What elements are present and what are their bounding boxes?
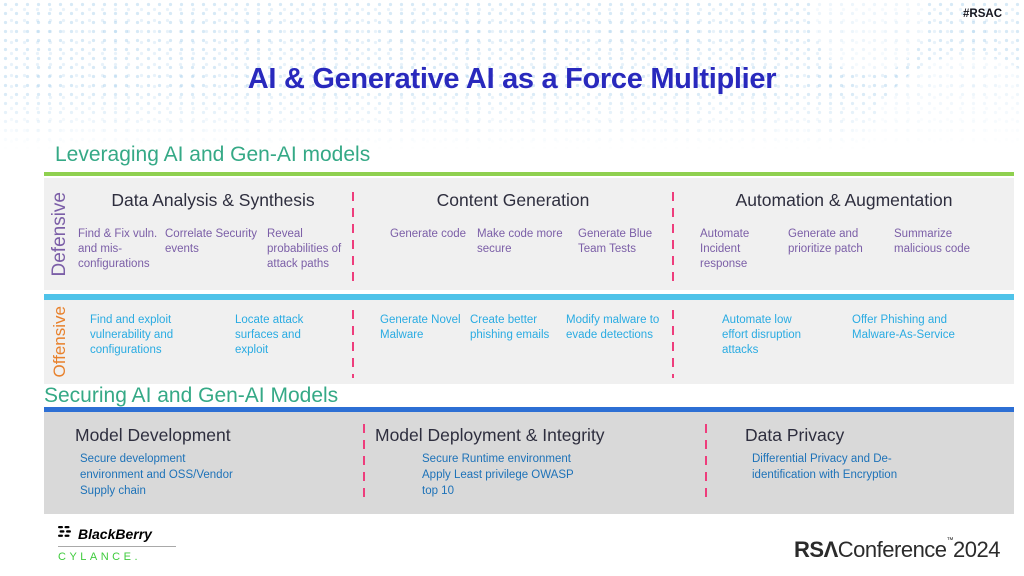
defensive-item: Make code more secure	[477, 228, 563, 256]
column-content-generation-offensive: Generate Novel Malware Create better phi…	[354, 300, 672, 384]
offensive-item: Automate low effort disruption attacks	[722, 314, 802, 357]
green-divider-bar	[44, 172, 1014, 176]
offensive-item: Create better phishing emails	[470, 314, 550, 342]
defensive-items: Generate code Make code more secure Gene…	[354, 227, 672, 257]
column-header: Model Development	[75, 425, 231, 445]
column-body: Secure development environment and OSS/V…	[80, 453, 233, 497]
column-header: Model Deployment & Integrity	[375, 425, 605, 445]
pink-dashed-divider	[352, 192, 354, 282]
offensive-items: Find and exploit vulnerability and confi…	[74, 313, 352, 359]
defensive-items: Find & Fix vuln. and mis-configurations …	[74, 227, 352, 273]
rsac-hashtag: #RSAC	[963, 8, 1002, 20]
cylance-wordmark: CYLANCE.	[58, 551, 142, 563]
securing-section-heading: Securing AI and Gen-AI Models	[44, 384, 339, 407]
leveraging-section-heading: Leveraging AI and Gen-AI models	[55, 143, 371, 166]
offensive-item: Offer Phishing and Malware-As-Service	[852, 314, 955, 342]
trademark-symbol: ™	[946, 537, 954, 544]
column-header: Automation & Augmentation	[735, 190, 953, 210]
rsa-conference-logo: RSΛConference™2024	[794, 537, 1000, 563]
offensive-item: Find and exploit vulnerability and confi…	[90, 314, 174, 357]
column-header: Data Privacy	[745, 425, 845, 445]
pink-dashed-divider	[363, 424, 365, 504]
pink-dashed-divider	[672, 310, 674, 378]
column-automation: Automation & Augmentation Automate Incid…	[674, 178, 1014, 290]
defensive-item: Generate code	[390, 228, 467, 240]
column-header: Data Analysis & Synthesis	[111, 190, 315, 210]
pink-dashed-divider	[672, 192, 674, 282]
rsa-logo-year: 2024	[953, 537, 1000, 562]
cyan-divider-bar	[44, 294, 1014, 300]
column-data-analysis-offensive: Find and exploit vulnerability and confi…	[74, 300, 352, 384]
blackberry-wordmark: BlackBerry	[78, 526, 152, 542]
offensive-items: Generate Novel Malware Create better phi…	[354, 313, 672, 343]
defensive-item: Find & Fix vuln. and mis-configurations	[78, 228, 158, 271]
pink-dashed-divider	[705, 424, 707, 504]
offensive-panel: Offensive Find and exploit vulnerability…	[44, 300, 1014, 384]
defensive-item: Generate Blue Team Tests	[578, 228, 653, 256]
blackberry-logo-icon	[58, 525, 73, 543]
offensive-items: Automate low effort disruption attacks O…	[674, 313, 1014, 359]
defensive-item: Correlate Security events	[165, 228, 258, 256]
column-data-analysis: Data Analysis & Synthesis Find & Fix vul…	[74, 178, 352, 290]
defensive-row-label: Defensive	[49, 191, 70, 277]
column-model-deployment: Model Deployment & Integrity Secure Runt…	[363, 412, 705, 514]
securing-panel: Model Development Secure development env…	[44, 412, 1014, 514]
blue-divider-bar	[44, 407, 1014, 412]
rsa-logo-name: Conference	[837, 537, 947, 562]
defensive-items: Automate Incident response Generate and …	[674, 227, 1014, 273]
column-model-development: Model Development Secure development env…	[44, 412, 363, 514]
offensive-row-label: Offensive	[50, 306, 69, 378]
column-body: Secure Runtime environment Apply Least p…	[422, 453, 574, 497]
defensive-panel: Defensive Data Analysis & Synthesis Find…	[44, 178, 1014, 290]
column-data-privacy: Data Privacy Differential Privacy and De…	[705, 412, 1014, 514]
defensive-item: Summarize malicious code	[894, 228, 971, 256]
slide-title: AI & Generative AI as a Force Multiplier	[247, 63, 777, 95]
column-header: Content Generation	[436, 190, 590, 210]
blackberry-cylance-logo: BlackBerry CYLANCE.	[58, 525, 176, 563]
rsa-logo-prefix: RSΛ	[794, 537, 838, 562]
defensive-item: Generate and prioritize patch	[788, 228, 863, 256]
column-body: Differential Privacy and De- identificat…	[752, 453, 898, 481]
column-automation-offensive: Automate low effort disruption attacks O…	[674, 300, 1014, 384]
column-content-generation: Content Generation Generate code Make co…	[354, 178, 672, 290]
pink-dashed-divider	[352, 310, 354, 378]
offensive-item: Modify malware to evade detections	[566, 314, 660, 342]
offensive-item: Generate Novel Malware	[380, 314, 461, 342]
offensive-item: Locate attack surfaces and exploit	[235, 314, 304, 357]
logo-divider-rule	[58, 546, 176, 547]
defensive-item: Reveal probabilities of attack paths	[267, 228, 342, 271]
defensive-item: Automate Incident response	[700, 228, 750, 271]
